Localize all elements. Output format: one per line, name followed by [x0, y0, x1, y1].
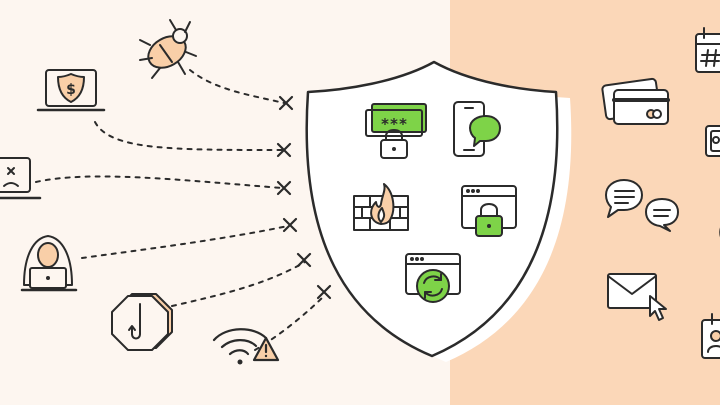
path-bug [189, 69, 285, 104]
laptop-shield-dollar-icon: $ [36, 69, 106, 112]
svg-text:$: $ [66, 82, 76, 98]
blocked-mark [278, 95, 294, 111]
path-laptop-shield [94, 121, 283, 151]
password-mask: *** [380, 115, 407, 133]
phone-chat-icon [453, 101, 501, 157]
chat-bubbles-icon [605, 179, 679, 232]
calendar-icon [695, 27, 720, 73]
blocked-mark [296, 252, 312, 268]
blocked-marks [276, 95, 332, 300]
shield [305, 60, 572, 362]
attack-paths [35, 69, 326, 351]
email-cursor-icon [607, 273, 667, 321]
bug-icon [139, 19, 197, 79]
password-lock-icon: *** [365, 103, 427, 159]
path-hacker [81, 225, 289, 259]
id-card-icon [701, 313, 720, 359]
firewall-icon [353, 183, 409, 231]
photo-icon [705, 125, 720, 157]
credit-card-icon [601, 77, 670, 125]
blocked-mark [276, 142, 292, 158]
browser-sync-icon [405, 253, 461, 303]
path-wifi [254, 294, 326, 351]
broken-laptop-icon [0, 157, 42, 200]
path-phishing [171, 261, 306, 307]
wifi-warning-icon [212, 328, 280, 365]
browser-lock-icon [461, 185, 517, 237]
blocked-mark [276, 180, 292, 196]
hacker-icon [20, 235, 78, 292]
shield-outline [305, 60, 559, 358]
blocked-mark [282, 217, 298, 233]
phishing-hook-icon [111, 293, 173, 351]
blocked-mark [316, 284, 332, 300]
path-broken-laptop [35, 175, 283, 189]
